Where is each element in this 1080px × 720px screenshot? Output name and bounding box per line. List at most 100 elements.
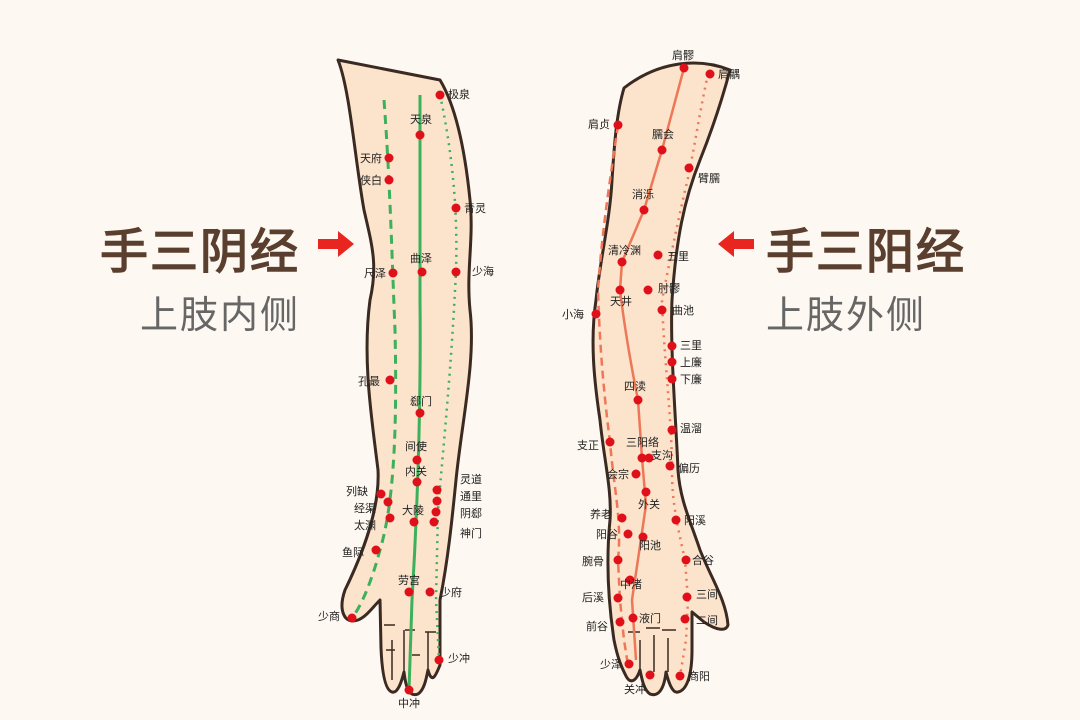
inner-acupoint-dot (425, 587, 435, 597)
inner-acupoint-label: 劳宫 (398, 573, 420, 587)
outer-acupoint-dot (681, 555, 691, 565)
inner-acupoint-label: 少海 (472, 264, 494, 278)
inner-acupoint-label: 大陵 (402, 503, 424, 517)
outer-acupoint-label: 少泽 (600, 658, 622, 671)
right-pointing-arrow-icon (318, 231, 354, 257)
inner-acupoint-dot (434, 655, 444, 665)
inner-acupoint-dot (388, 268, 398, 278)
inner-acupoint-label: 侠白 (360, 173, 382, 187)
inner-acupoint-label: 灵道 (460, 472, 482, 486)
outer-acupoint-label: 三里 (680, 339, 702, 352)
outer-acupoint-label: 曲池 (672, 304, 694, 317)
inner-acupoint-dot (431, 507, 441, 517)
inner-acupoint-dot (451, 203, 461, 213)
outer-acupoint-dot (667, 357, 677, 367)
outer-acupoint-dot (613, 120, 623, 130)
outer-acupoint-dot (675, 671, 685, 681)
outer-acupoint-label: 肘髎 (658, 281, 680, 295)
outer-acupoint-label: 中渚 (620, 578, 642, 591)
inner-acupoint-dot (383, 497, 393, 507)
outer-acupoint-label: 阳谷 (596, 528, 618, 541)
inner-acupoint-label: 中冲 (398, 696, 420, 710)
outer-acupoint-label: 温溜 (680, 421, 702, 435)
outer-acupoint-dot (645, 670, 655, 680)
outer-acupoint-label: 合谷 (692, 553, 714, 567)
outer-acupoint-dot (617, 257, 627, 267)
outer-acupoint-dot (667, 374, 677, 384)
outer-acupoint-dot (615, 617, 625, 627)
outer-acupoint-label: 养老 (590, 507, 612, 521)
outer-acupoint-label: 前谷 (586, 619, 608, 633)
inner-acupoint-dot (432, 485, 442, 495)
outer-acupoint-label: 阳池 (639, 539, 661, 552)
inner-acupoint-label: 天泉 (410, 112, 432, 126)
inner-acupoint-dot (412, 477, 422, 487)
outer-acupoint-dot (605, 437, 615, 447)
inner-acupoint-label: 阴郄 (460, 507, 482, 520)
outer-acupoint-label: 消泺 (632, 187, 654, 201)
inner-acupoint-dot (376, 489, 386, 499)
inner-acupoint-dot (404, 685, 414, 695)
outer-acupoint-dot (653, 250, 663, 260)
inner-acupoint-label: 尺泽 (364, 267, 386, 280)
outer-acupoint-label: 会宗 (607, 467, 629, 481)
inner-acupoint-label: 少商 (318, 609, 340, 623)
inner-acupoint-label: 少冲 (448, 651, 470, 665)
outer-acupoint-label: 三阳络 (626, 435, 659, 449)
outer-acupoint-dot (624, 659, 634, 669)
outer-acupoint-dot (684, 163, 694, 173)
outer-acupoint-dot (667, 341, 677, 351)
outer-acupoint-dot (639, 205, 649, 215)
outer-acupoint-label: 肩髃 (718, 67, 740, 81)
outer-acupoint-label: 支正 (577, 439, 599, 452)
outer-acupoint-dot (613, 555, 623, 565)
inner-acupoint-label: 极泉 (448, 87, 470, 101)
inner-acupoint-label: 郄门 (410, 394, 432, 408)
right-subtitle: 上肢外侧 (766, 293, 927, 337)
outer-acupoint-dot (665, 461, 675, 471)
right-title: 手三阳经 (766, 224, 967, 280)
inner-acupoint-dot (347, 613, 357, 623)
inner-acupoint-dot (409, 517, 419, 527)
outer-acupoint-dot (628, 613, 638, 623)
inner-acupoint-label: 通里 (460, 490, 482, 503)
inner-acupoint-label: 列缺 (346, 484, 368, 498)
outer-acupoint-dot (623, 529, 633, 539)
outer-acupoint-label: 清冷渊 (608, 244, 641, 257)
inner-acupoint-dot (415, 130, 425, 140)
outer-acupoint-label: 小海 (562, 307, 584, 321)
left-pointing-arrow-icon (718, 231, 754, 257)
outer-acupoint-label: 臂臑 (698, 172, 720, 185)
inner-acupoint-dot (429, 517, 439, 527)
inner-acupoint-dot (404, 587, 414, 597)
inner-acupoint-dot (385, 513, 395, 523)
inner-acupoint-dot (371, 545, 381, 555)
outer-acupoint-label: 肩髎 (672, 48, 694, 62)
outer-acupoint-label: 肩贞 (588, 117, 610, 131)
outer-acupoint-dot (667, 425, 677, 435)
outer-acupoint-label: 后溪 (582, 591, 604, 604)
inner-acupoint-label: 少府 (440, 585, 462, 599)
small-intestine-meridian-line (596, 124, 630, 666)
outer-acupoint-dot (657, 145, 667, 155)
outer-acupoint-label: 五里 (667, 250, 689, 263)
inner-acupoint-label: 神门 (460, 526, 482, 540)
inner-acupoint-label: 太渊 (354, 519, 376, 532)
pericardium-meridian-line (407, 95, 422, 691)
outer-acupoint-dot (631, 469, 641, 479)
outer-acupoint-label: 外关 (638, 497, 660, 511)
inner-acupoint-label: 孔最 (358, 375, 380, 388)
inner-acupoint-label: 鱼际 (342, 545, 364, 559)
left-subtitle: 上肢内侧 (140, 293, 301, 337)
outer-acupoint-dot (657, 305, 667, 315)
inner-acupoint-label: 天府 (360, 151, 382, 165)
outer-acupoint-dot (705, 69, 715, 79)
outer-acupoint-label: 三间 (696, 588, 718, 601)
outer-acupoint-dot (591, 309, 601, 319)
outer-acupoint-dot (637, 453, 647, 463)
outer-acupoint-dot (641, 487, 651, 497)
outer-acupoint-dot (638, 532, 648, 542)
outer-acupoint-label: 液门 (639, 611, 661, 625)
